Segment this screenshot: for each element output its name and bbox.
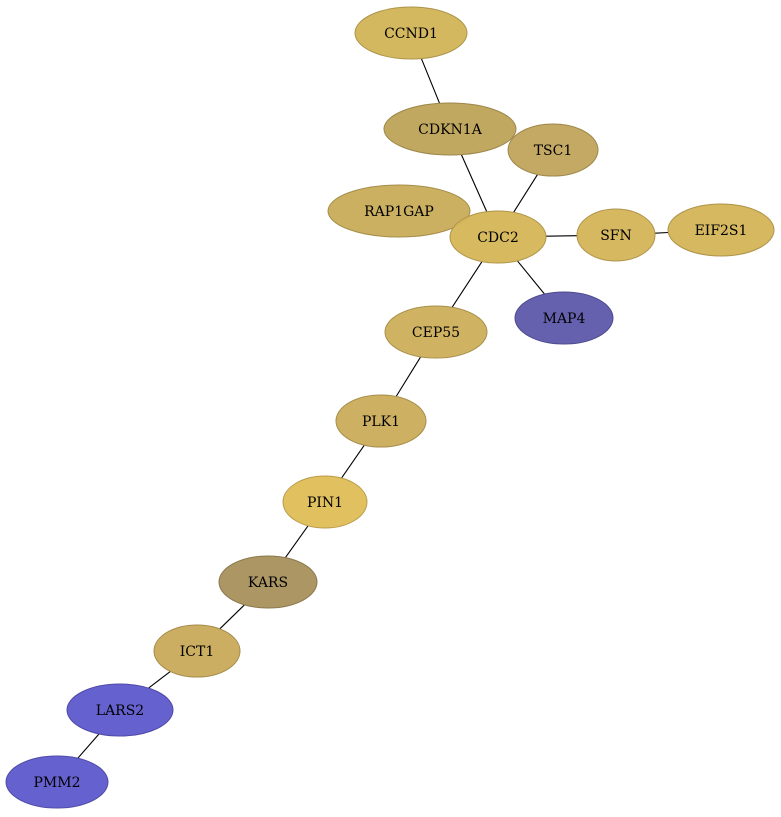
edge-lars2-pmm2 (77, 733, 100, 759)
node-label: EIF2S1 (695, 223, 748, 239)
node-rap1gap[interactable]: RAP1GAP (327, 184, 471, 238)
node-shape (335, 394, 427, 448)
edge-pin1-kars (284, 525, 309, 558)
node-kars[interactable]: KARS (218, 555, 318, 609)
node-shape (507, 123, 599, 177)
node-cdc2[interactable]: CDC2 (449, 210, 547, 264)
edge-sfn-eif2s1 (654, 231, 669, 234)
node-lars2[interactable]: LARS2 (66, 683, 174, 737)
node-sfn[interactable]: SFN (576, 208, 656, 262)
node-label: KARS (248, 575, 288, 591)
node-label: CEP55 (412, 325, 460, 341)
node-pmm2[interactable]: PMM2 (5, 755, 109, 809)
edge-plk1-pin1 (341, 444, 365, 479)
node-shape (514, 291, 614, 345)
node-label: PIN1 (307, 495, 343, 511)
node-shape (667, 203, 775, 257)
node-shape (218, 555, 318, 609)
node-label: ICT1 (180, 644, 215, 660)
edge-cdc2-sfn (545, 235, 578, 237)
node-shape (327, 184, 471, 238)
node-shape (383, 102, 517, 156)
node-label: CCND1 (384, 26, 438, 42)
edge-cdc2-cep55 (451, 261, 483, 308)
node-shape (384, 305, 488, 359)
node-ict1[interactable]: ICT1 (153, 624, 241, 678)
edge-kars-ict1 (219, 604, 245, 630)
node-shape (576, 208, 656, 262)
node-tsc1[interactable]: TSC1 (507, 123, 599, 177)
node-label: SFN (600, 228, 632, 244)
node-shape (5, 755, 109, 809)
node-shape (153, 624, 241, 678)
node-plk1[interactable]: PLK1 (335, 394, 427, 448)
node-ccnd1[interactable]: CCND1 (354, 6, 468, 60)
node-pin1[interactable]: PIN1 (282, 475, 368, 529)
node-label: RAP1GAP (364, 204, 434, 220)
node-eif2s1[interactable]: EIF2S1 (667, 203, 775, 257)
edge-tsc1-cdc2 (513, 174, 539, 213)
edges-layer (77, 58, 669, 759)
node-label: CDKN1A (418, 122, 483, 138)
node-label: CDC2 (477, 230, 519, 246)
edge-cep55-plk1 (395, 356, 422, 397)
node-label: LARS2 (96, 703, 144, 719)
node-shape (282, 475, 368, 529)
node-shape (354, 6, 468, 60)
node-label: PMM2 (34, 775, 81, 791)
node-label: MAP4 (543, 311, 586, 327)
edge-ict1-lars2 (148, 670, 171, 689)
edge-ccnd1-cdkn1a (420, 58, 441, 104)
node-label: TSC1 (534, 143, 573, 159)
node-cep55[interactable]: CEP55 (384, 305, 488, 359)
edge-cdc2-map4 (516, 260, 545, 295)
node-label: PLK1 (362, 414, 400, 430)
node-shape (66, 683, 174, 737)
node-shape (449, 210, 547, 264)
node-cdkn1a[interactable]: CDKN1A (383, 102, 517, 156)
edge-cdkn1a-cdc2 (460, 154, 488, 212)
node-map4[interactable]: MAP4 (514, 291, 614, 345)
